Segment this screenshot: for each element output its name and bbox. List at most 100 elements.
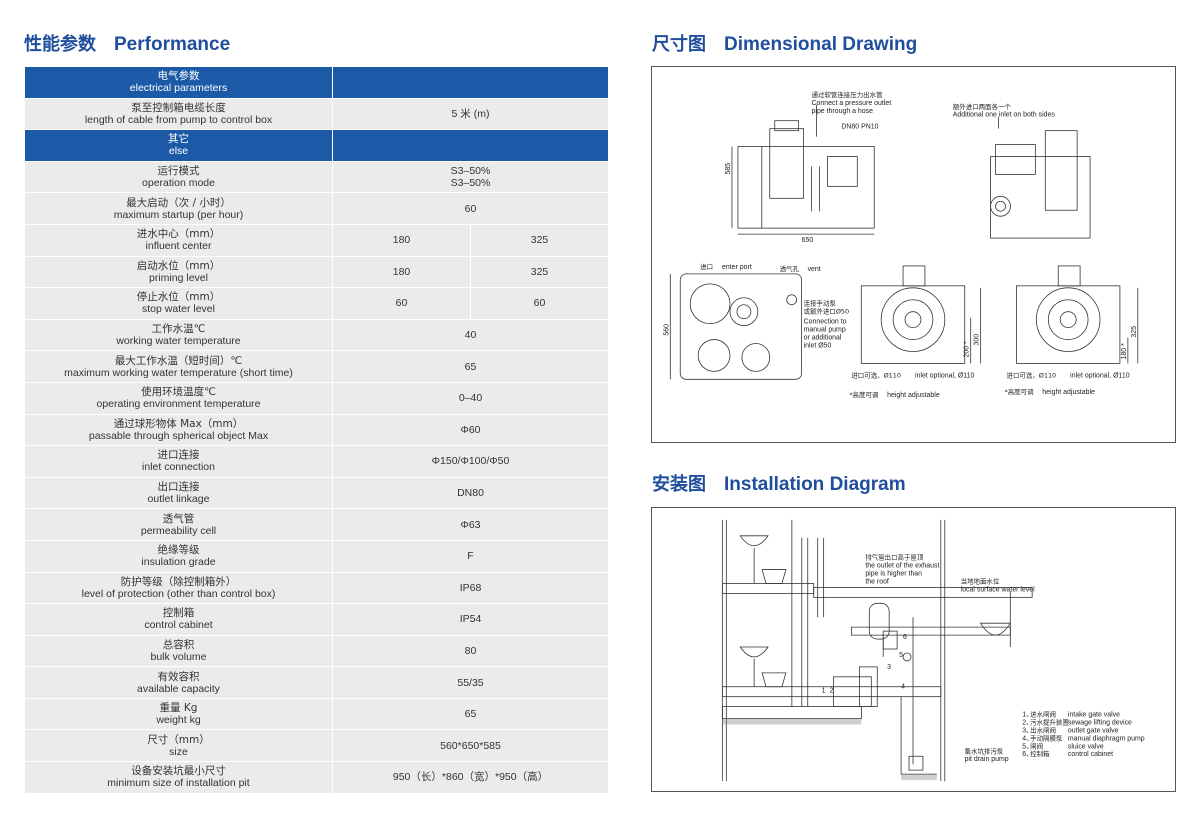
dim-560-label: 560 [663, 324, 670, 336]
legend-item-en: sewage lifting device [1068, 719, 1132, 726]
param-value-cell: 40 [332, 318, 609, 352]
param-name-zh: 控制箱 [162, 607, 195, 620]
enter-port-label-zh: 进口 [700, 263, 713, 271]
param-name-en: bulk volume [150, 650, 207, 663]
param-value-cell: 950（长）*860（宽）*950（高） [332, 761, 609, 794]
param-name-zh: 总容积 [162, 638, 195, 651]
param-name-en: permeability cell [140, 524, 217, 537]
param-name-en: available capacity [137, 682, 220, 695]
height-adjustable-1-zh: *高度可调 [849, 390, 878, 399]
table-row: 最大启动（次 / 小时）maximum startup (per hour)60 [24, 192, 609, 225]
param-name-en: minimum size of installation pit [107, 777, 250, 790]
param-name-zh: 进口连接 [157, 449, 200, 462]
ground-slab [813, 587, 1033, 598]
dimensional-title: 尺寸图 Dimensional Drawing [652, 30, 917, 56]
param-name-zh: 其它 [168, 133, 189, 146]
param-name-zh: 重量 Kg [159, 702, 198, 715]
installation-title-zh: 安装图 [652, 474, 706, 495]
param-value-cell: 180 [332, 223, 471, 257]
param-value-cell: Φ60 [332, 413, 609, 447]
installation-diagram: 排气管出口高于屋顶 the outlet of the exhaust pipe… [651, 507, 1176, 792]
legend-item-zh: 手动隔膜泵 [1030, 733, 1063, 742]
param-name-cell: 防护等级（除控制箱外）level of protection (other th… [24, 571, 333, 605]
dimensional-title-en: Dimensional Drawing [724, 34, 918, 55]
param-name-zh: 最大工作水温（短时间）℃ [114, 354, 243, 367]
param-value-line: S3–50% [450, 177, 491, 190]
water-level-tank [979, 622, 1012, 636]
surface-label-zh: 当地地面水位 [961, 576, 1000, 585]
top-view-vent [786, 294, 798, 306]
param-name-cell: 停止水位（mm）stop water level [24, 287, 333, 320]
toilet-lower [761, 672, 787, 688]
param-name-en: passable through spherical object Max [88, 429, 269, 442]
param-name-zh: 电气参数 [157, 70, 200, 83]
param-value-cell: 325 [470, 255, 609, 289]
marker-3: 3 [887, 664, 891, 671]
dim-650-label: 650 [802, 237, 814, 244]
param-name-zh: 出口连接 [157, 481, 200, 494]
legend-item-n: 3、 [1022, 727, 1033, 734]
exhaust-label-en-1: the outlet of the exhaust [865, 563, 939, 570]
param-value-cell: 60 [332, 287, 471, 320]
param-name-zh: 使用环境温度℃ [141, 386, 216, 399]
param-value-cell: 5 米 (m) [332, 97, 609, 131]
diaphragm-pump [902, 652, 912, 662]
param-name-zh: 尺寸（mm） [147, 733, 210, 746]
param-name-en: inlet connection [142, 461, 215, 474]
height-adjustable-1-en: height adjustable [887, 392, 940, 399]
param-name-cell: 最大启动（次 / 小时）maximum startup (per hour) [24, 192, 333, 225]
upper-floor [721, 583, 815, 594]
param-name-en: length of cable from pump to control box [84, 113, 273, 126]
legend-item-zh: 闸阀 [1030, 741, 1043, 750]
side-view-2-inlet [1035, 287, 1101, 352]
param-value-cell: 65 [332, 697, 609, 731]
dimensional-drawing-svg: 通过软管连接压力出水管 Connect a pressure outlet pi… [663, 90, 1139, 399]
legend-item-n: 4、 [1022, 735, 1033, 742]
iso-view-motor [1044, 130, 1078, 211]
param-name-zh: 进水中心（mm） [136, 228, 221, 241]
table-row: 防护等级（除控制箱外）level of protection (other th… [24, 571, 609, 605]
table-row: 通过球形物体 Max（mm）passable through spherical… [24, 413, 609, 447]
pit-label-zh: 集水坑排污泵 [965, 746, 1004, 755]
legend-item-zh: 出水闸阀 [1030, 725, 1056, 734]
sink-upper [739, 535, 769, 547]
legend-item-zh: 进水闸阀 [1030, 710, 1056, 719]
param-value-cell: IP54 [332, 603, 609, 636]
dim-200-label: 200 * [964, 341, 971, 358]
outlet-label-en-1: Connect a pressure outlet [812, 100, 892, 107]
marker-6: 6 [903, 634, 907, 641]
height-adjustable-2-en: height adjustable [1042, 389, 1095, 396]
param-name-zh: 通过球形物体 Max（mm） [113, 417, 244, 430]
inlet-optional-1-zh: 进口可选，Ø110 [851, 370, 901, 379]
marker-1: 1 [822, 688, 826, 695]
legend-item-en: intake gate valve [1068, 712, 1120, 719]
performance-title-zh: 性能参数 [24, 34, 96, 55]
top-view-tank [679, 273, 802, 380]
param-name-en: maximum startup (per hour) [113, 208, 244, 221]
marker-2: 2 [830, 688, 834, 695]
param-name-zh: 有效容积 [157, 670, 200, 683]
dim-325-label: 325 [1131, 326, 1138, 338]
inlet-optional-1-en: inlet optional, Ø110 [915, 372, 975, 379]
legend-item-zh: 控制箱 [1030, 749, 1050, 758]
sink-lower [739, 646, 769, 658]
inlet-optional-2-zh: 进口可选，Ø110 [1007, 370, 1057, 379]
param-value-cell: 325 [470, 223, 609, 257]
param-name-en: electrical parameters [129, 82, 228, 95]
param-name-en: outlet linkage [147, 493, 210, 506]
legend-item-en: sluice valve [1068, 743, 1104, 750]
